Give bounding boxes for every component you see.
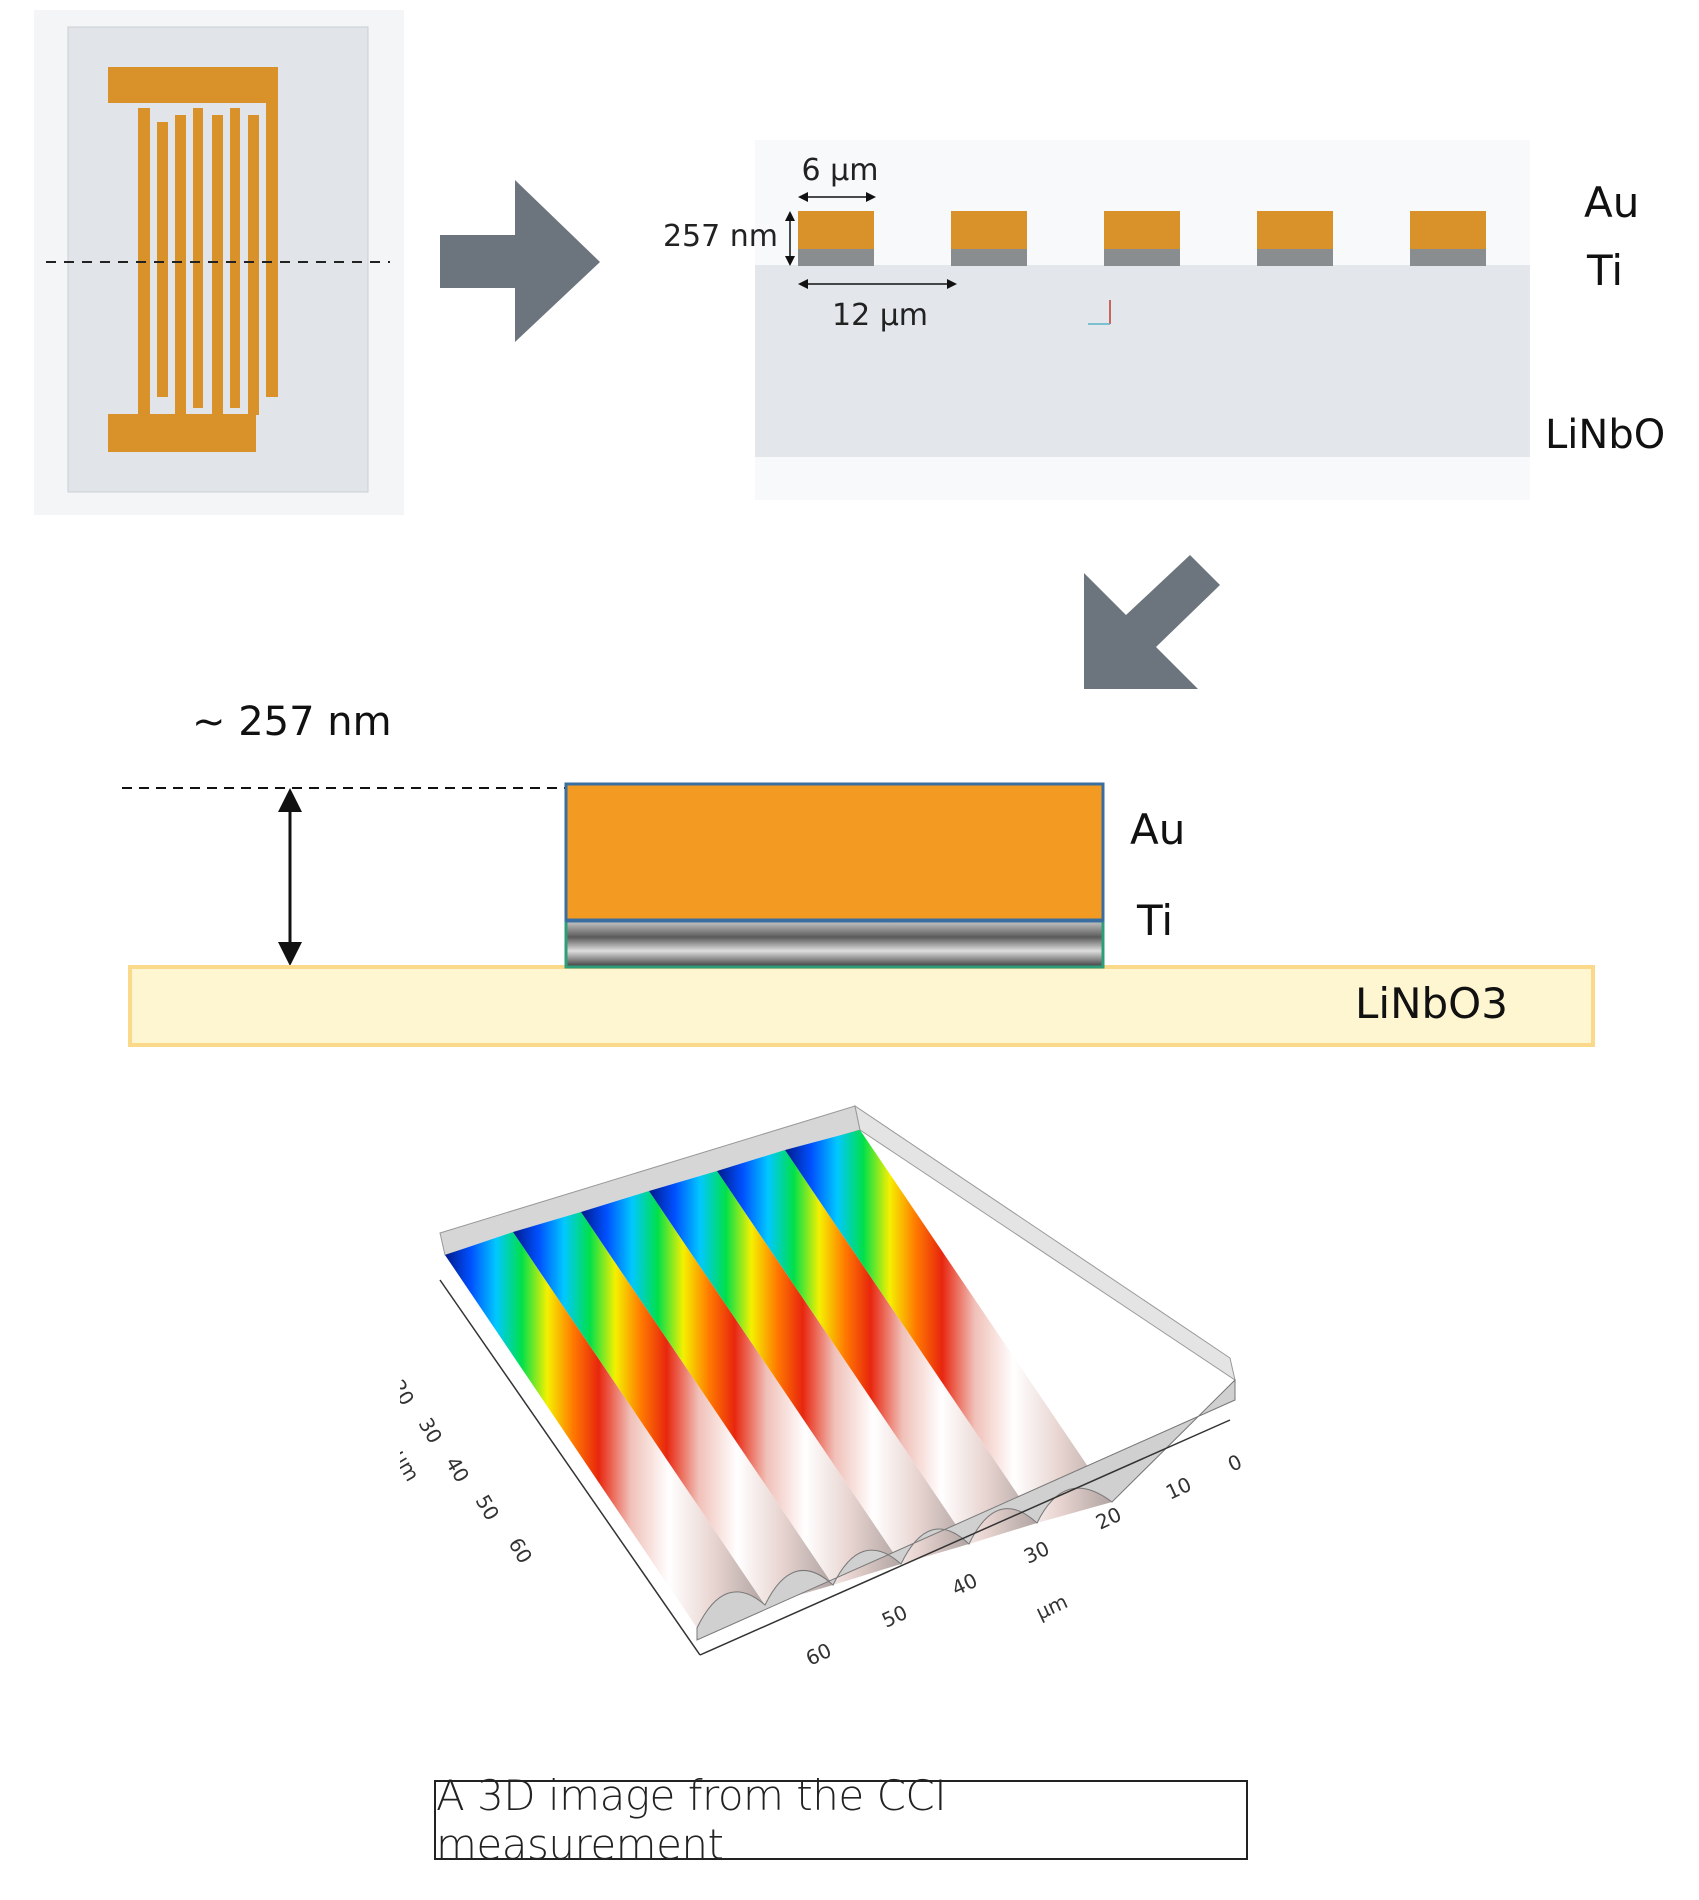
label-ti: Ti <box>1586 246 1623 295</box>
label-au: Au <box>1584 178 1639 227</box>
left-axis-unit: µm <box>400 1446 425 1486</box>
bottom-tick-5: 50 <box>878 1600 911 1633</box>
left-tick-3: 30 <box>414 1414 448 1448</box>
substrate <box>755 265 1530 457</box>
height-label: 257 nm <box>663 219 778 254</box>
left-tick-5: 50 <box>471 1491 505 1525</box>
bottom-tick-1: 10 <box>1162 1472 1195 1505</box>
left-tick-6: 60 <box>504 1534 538 1568</box>
detail-label-au: Au <box>1130 805 1185 854</box>
arrow-down-left-icon <box>1084 555 1220 689</box>
idt-electrodes <box>108 67 278 452</box>
surface-3d-plot: 0 10 20 30 40 50 60 µm 0 10 20 30 40 50 … <box>400 1104 1246 1671</box>
arrow-right-icon <box>440 180 600 342</box>
left-tick-4: 40 <box>441 1453 475 1487</box>
substrate-bar <box>128 965 1595 1047</box>
label-substrate: LiNbO <box>1545 412 1665 458</box>
bottom-tick-4: 40 <box>948 1568 981 1601</box>
bottom-tick-0: 0 <box>1224 1449 1246 1476</box>
cross-section-diagram: 6 µm 257 nm 12 µm Au Ti LiNbO <box>663 140 1665 500</box>
au-layer <box>564 782 1105 922</box>
bottom-tick-3: 30 <box>1020 1536 1053 1569</box>
bottom-axis-unit: µm <box>1032 1589 1071 1624</box>
bottom-tick-2: 20 <box>1092 1502 1125 1535</box>
height-approx-label: ~ 257 nm <box>192 700 392 745</box>
surface-ridges <box>445 1130 1112 1628</box>
caption-text: A 3D image from the CCI measurement <box>436 1771 947 1869</box>
idt-top-view <box>34 10 404 515</box>
detail-label-substrate: LiNbO3 <box>1355 979 1508 1028</box>
detail-cross-section: ~ 257 nm Au Ti LiNbO3 <box>122 700 1595 1047</box>
left-tick-2: 20 <box>400 1376 419 1410</box>
width-label: 6 µm <box>802 153 879 188</box>
ti-layer <box>564 919 1105 969</box>
bottom-tick-6: 60 <box>802 1638 835 1671</box>
caption-box: A 3D image from the CCI measurement <box>434 1771 1248 1869</box>
detail-label-ti: Ti <box>1136 896 1173 945</box>
electrode-strips <box>798 211 1486 266</box>
pitch-label: 12 µm <box>832 298 928 333</box>
